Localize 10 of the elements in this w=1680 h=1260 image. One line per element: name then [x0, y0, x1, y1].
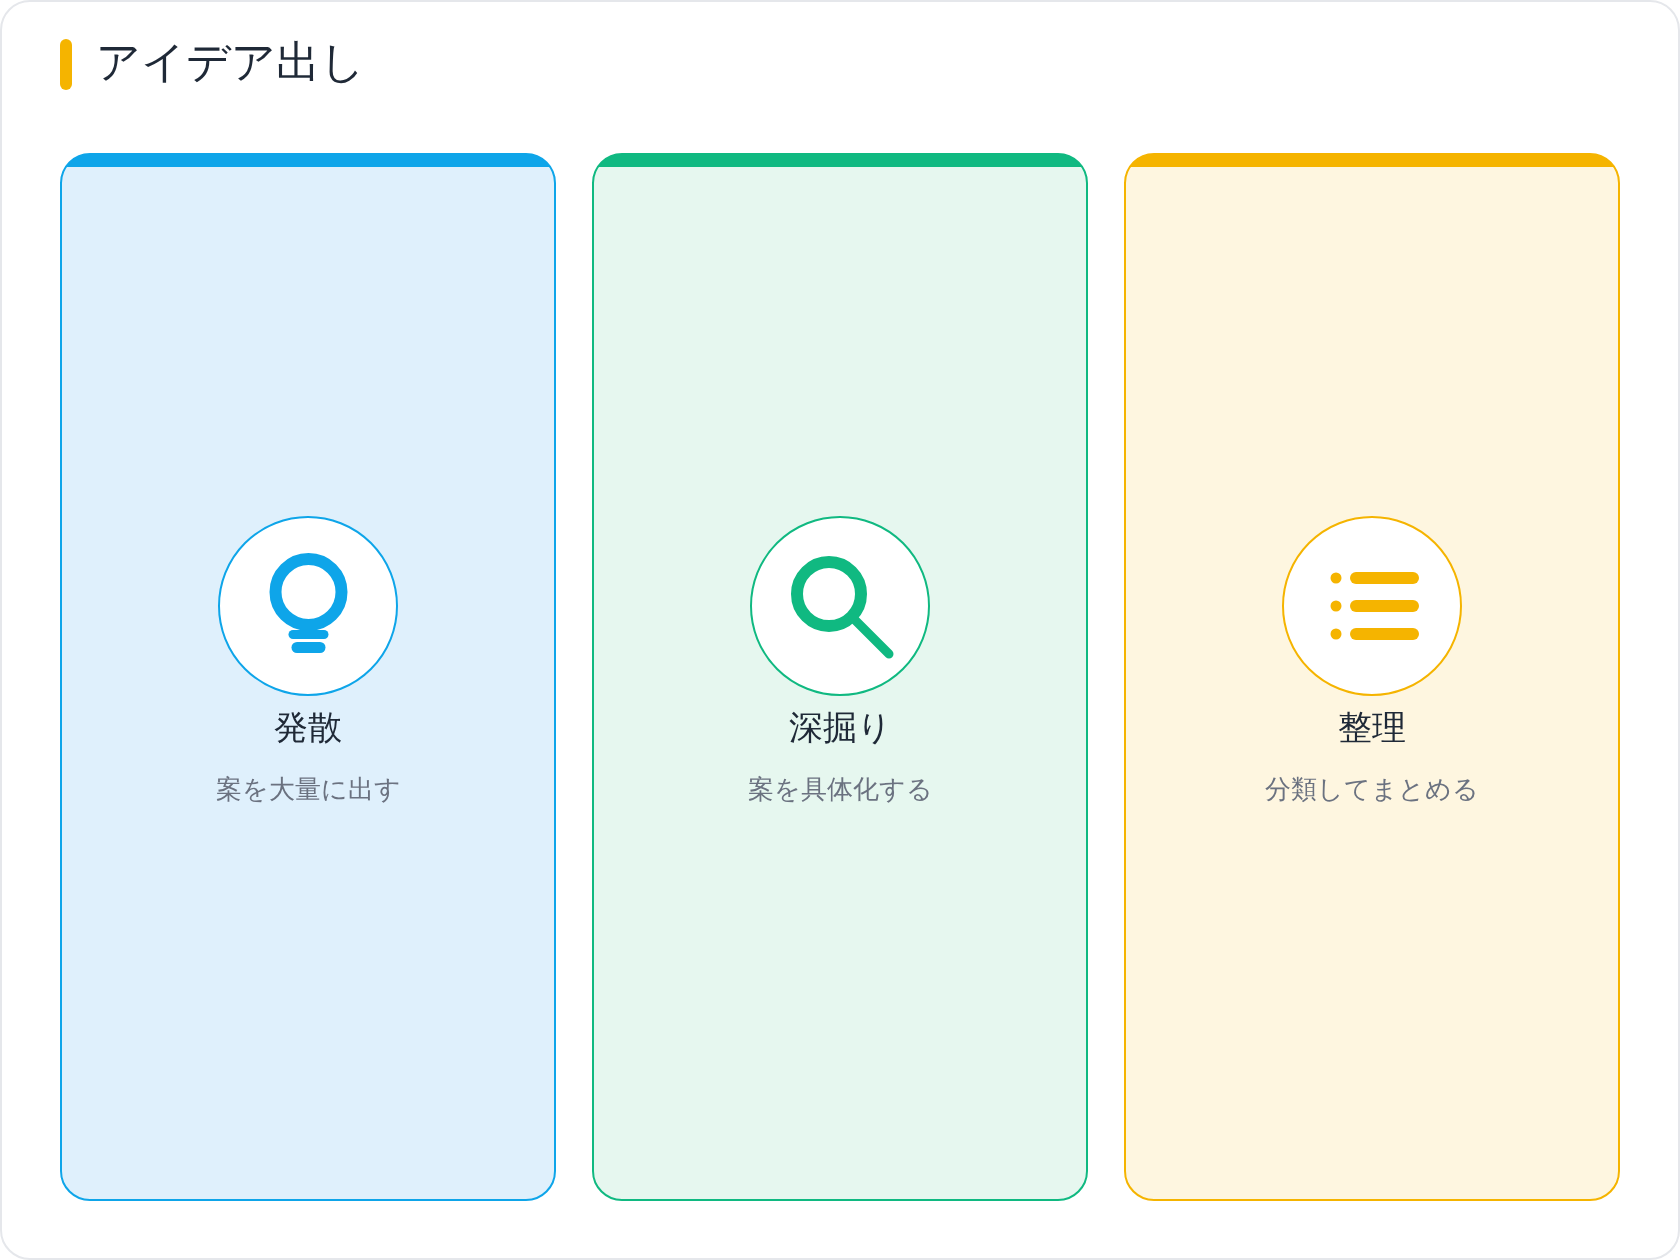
card-description: 案を具体化する — [747, 773, 933, 806]
card-title: 深掘り — [788, 706, 892, 748]
stage-card — [60, 153, 556, 1201]
diagram-title: アイデア出し — [96, 35, 365, 89]
card-description: 分類してまとめる — [1265, 773, 1479, 806]
stage-card — [592, 153, 1088, 1201]
card-description: 案を大量に出す — [215, 773, 401, 806]
card-title: 整理 — [1338, 706, 1406, 748]
card-title: 発散 — [274, 706, 342, 748]
stage-card — [1124, 153, 1620, 1201]
